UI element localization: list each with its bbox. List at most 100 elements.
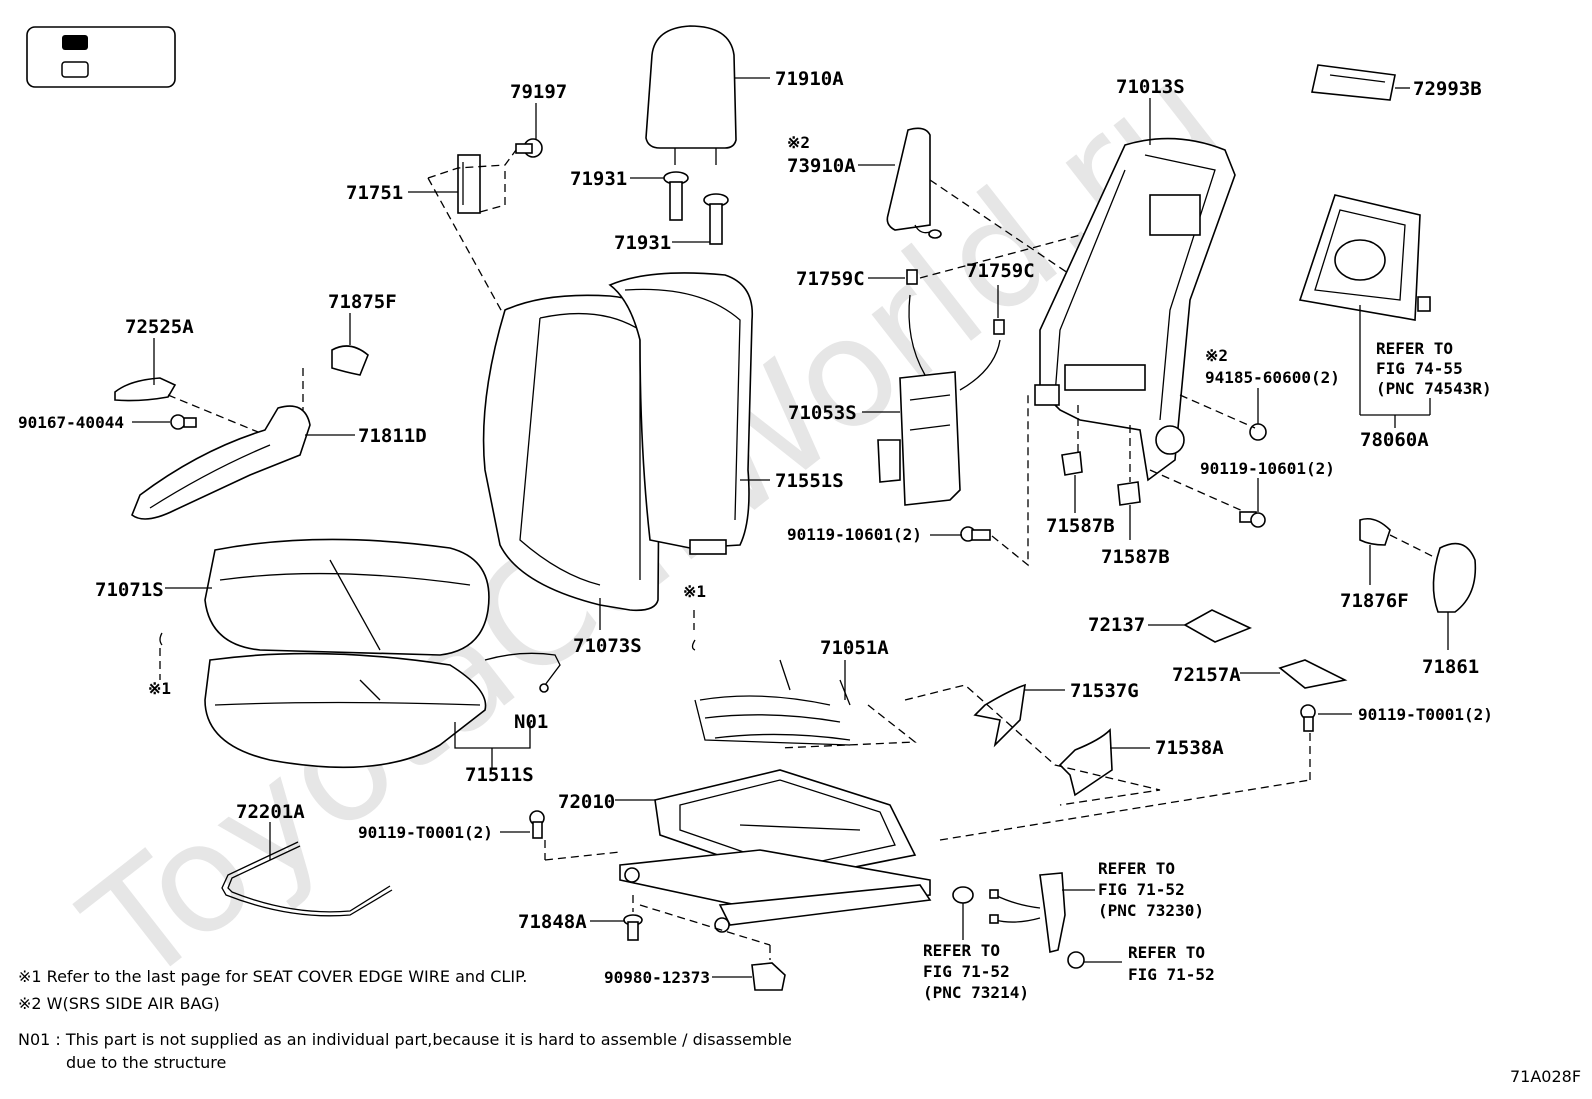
reclining-cover-71811d[interactable] — [131, 405, 311, 520]
label-71759c-left: 71759C — [796, 268, 865, 290]
bolt-90119-t0001-left[interactable] — [529, 810, 545, 839]
ref-fig-71-52-line2: FIG 71-52 — [1128, 965, 1215, 984]
mark-2-top: ※2 — [787, 133, 810, 152]
seat-frame-72010[interactable] — [619, 769, 932, 933]
label-71511s: 71511S — [465, 764, 534, 786]
lumbar-support-71053s[interactable] — [877, 294, 1001, 506]
nut-pnc-71-52[interactable] — [1067, 951, 1085, 969]
bracket-71538a[interactable] — [1058, 728, 1113, 797]
ref-pnc-73230[interactable]: REFER TO FIG 71-52 (PNC 73230) — [1098, 859, 1204, 920]
legend-box — [26, 26, 176, 88]
ref-fig-74-55[interactable]: REFER TO FIG 74-55 (PNC 74543R) — [1376, 339, 1492, 398]
label-71551s: 71551S — [775, 470, 844, 492]
washer-pnc-73214[interactable] — [952, 886, 974, 904]
label-71073s: 71073S — [573, 635, 642, 657]
ref-pnc-73214[interactable]: REFER TO FIG 71-52 (PNC 73214) — [923, 941, 1029, 1002]
bracket-72137[interactable] — [1183, 609, 1252, 643]
headrest-guide-71931-lower[interactable] — [703, 193, 729, 245]
label-72201a: 72201A — [236, 801, 305, 823]
label-90980-12373: 90980-12373 — [604, 968, 710, 987]
seat-cushion-pad-71511s[interactable] — [204, 652, 487, 769]
label-71811d: 71811D — [358, 425, 427, 447]
bracket-71751[interactable] — [457, 154, 481, 214]
label-94185-60600: 94185-60600(2) — [1205, 368, 1340, 387]
wire-harness-n01[interactable] — [484, 652, 561, 693]
seatback-cover-71551s[interactable] — [608, 272, 754, 555]
label-79197: 79197 — [510, 81, 567, 103]
bracket-72157a[interactable] — [1278, 659, 1348, 689]
mark-1-left: ※1 — [148, 679, 171, 698]
label-71875f: 71875F — [328, 291, 397, 313]
seatback-pad-71073s[interactable] — [482, 294, 661, 612]
footnote-n01: N01 : This part is not supplied as an in… — [18, 1030, 792, 1049]
seatback-frame-71013s[interactable] — [1034, 137, 1236, 482]
screw-90167-40044[interactable] — [170, 414, 197, 430]
recliner-cover-71861[interactable] — [1432, 542, 1477, 613]
cap-71875f[interactable] — [331, 345, 369, 376]
ref-fig-71-52[interactable]: REFER TO FIG 71-52 — [1128, 943, 1215, 984]
headrest-guide-71931-upper[interactable] — [663, 171, 689, 221]
label-71587b-a: 71587B — [1046, 515, 1115, 537]
seat-cushion-cover-71071s[interactable] — [204, 538, 490, 656]
ref-fig-71-52-line1: REFER TO — [1128, 943, 1205, 962]
ref-pnc-73214-line2: FIG 71-52 — [923, 962, 1010, 981]
bracket-71537g[interactable] — [973, 683, 1026, 748]
clip-hook-center[interactable] — [691, 610, 696, 651]
hinge-cover-71587b-a[interactable] — [1061, 451, 1083, 476]
label-71759c-right: 71759C — [966, 260, 1035, 282]
seatback-trim-72993b[interactable] — [1311, 64, 1396, 101]
ref-pnc-73230-line1: REFER TO — [1098, 859, 1175, 878]
bolt-79197[interactable] — [515, 138, 543, 158]
bolt-90119-10601-right[interactable] — [1239, 511, 1266, 528]
bolt-90119-10601-left[interactable] — [960, 526, 991, 542]
label-72157a: 72157A — [1172, 664, 1241, 686]
label-71051a: 71051A — [820, 637, 889, 659]
label-71013s: 71013S — [1116, 76, 1185, 98]
seat-belt-buckle-pnc-73230[interactable] — [989, 872, 1066, 953]
label-71587b-b: 71587B — [1101, 546, 1170, 568]
label-71538a: 71538A — [1155, 737, 1224, 759]
label-71931-lower: 71931 — [614, 232, 671, 254]
clip-hook-left[interactable] — [159, 632, 163, 680]
label-71071s: 71071S — [95, 579, 164, 601]
label-71931-upper: 71931 — [570, 168, 627, 190]
leader-lines — [132, 77, 1449, 978]
cover-72525a[interactable] — [114, 377, 177, 402]
label-90119-t0001-right: 90119-T0001(2) — [1358, 705, 1493, 724]
seat-spring-71051a[interactable] — [694, 659, 851, 746]
hinge-cover-71587b-b[interactable] — [1117, 481, 1141, 506]
mark-1-center: ※1 — [683, 582, 706, 601]
label-90119-10601-left: 90119-10601(2) — [787, 525, 922, 544]
ref-pnc-73214-line1: REFER TO — [923, 941, 1000, 960]
label-78060a: 78060A — [1360, 429, 1429, 451]
ref-fig-74-55-line3: (PNC 74543R) — [1376, 379, 1492, 398]
label-71861: 71861 — [1422, 656, 1479, 678]
bolt-90119-t0001-right[interactable] — [1300, 704, 1316, 732]
cover-90980-12373[interactable] — [751, 962, 786, 991]
ref-pnc-73230-line3: (PNC 73230) — [1098, 901, 1204, 920]
label-90167-40044: 90167-40044 — [18, 413, 124, 432]
ref-pnc-73230-line2: FIG 71-52 — [1098, 880, 1185, 899]
label-n01: N01 — [514, 711, 548, 733]
ref-pnc-73214-line3: (PNC 73214) — [923, 983, 1029, 1002]
legend-empty-swatch — [61, 61, 89, 78]
cap-71876f[interactable] — [1359, 517, 1391, 546]
label-90119-t0001-left: 90119-T0001(2) — [358, 823, 493, 842]
seatback-board-78060a[interactable] — [1298, 194, 1431, 321]
diagram-code: 71A028F — [1510, 1067, 1581, 1086]
footnote-2: ※2 W(SRS SIDE AIR BAG) — [18, 994, 220, 1013]
label-72993b: 72993B — [1413, 78, 1482, 100]
label-71751: 71751 — [346, 182, 403, 204]
mark-2-right: ※2 — [1205, 346, 1228, 365]
label-72525a: 72525A — [125, 316, 194, 338]
clip-71759c-left[interactable] — [906, 269, 918, 285]
clip-71759c-right[interactable] — [993, 319, 1005, 335]
ref-fig-74-55-line2: FIG 74-55 — [1376, 359, 1463, 378]
bolt-71848a[interactable] — [623, 914, 643, 941]
label-90119-10601-right: 90119-10601(2) — [1200, 459, 1335, 478]
footnote-n01-cont: due to the structure — [66, 1053, 226, 1072]
side-airbag-73910a[interactable] — [886, 127, 942, 239]
headrest-71910a[interactable] — [645, 25, 737, 165]
legend-filled-swatch — [62, 35, 88, 50]
ref-fig-74-55-line1: REFER TO — [1376, 339, 1453, 358]
